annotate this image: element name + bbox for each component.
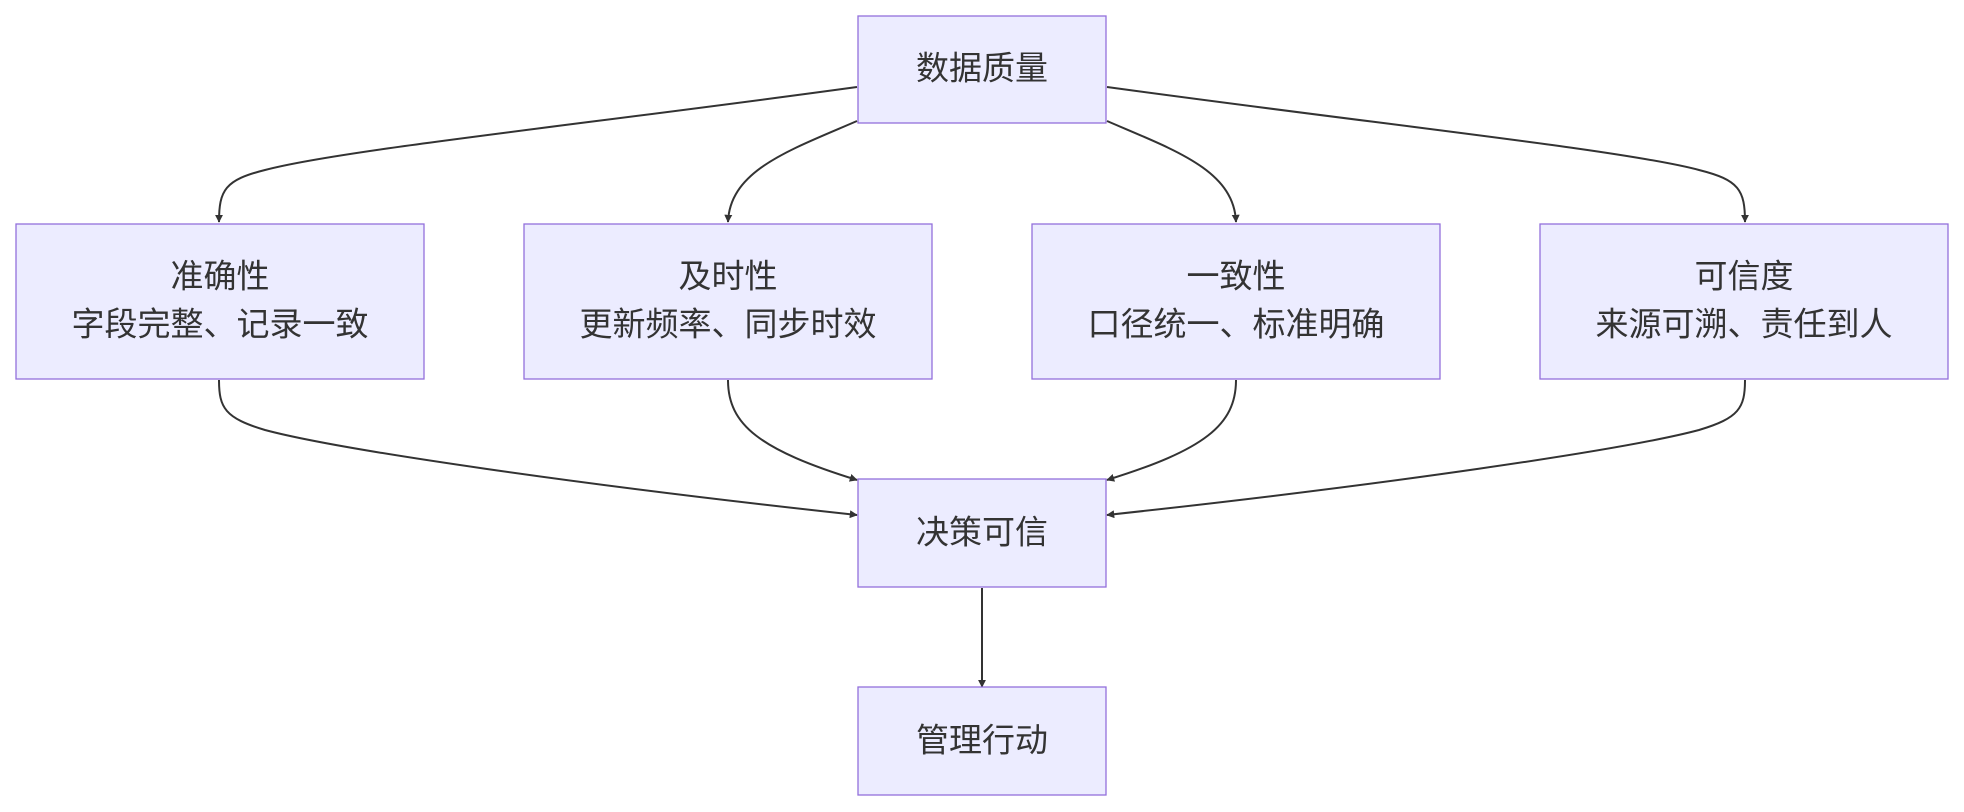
edge-accuracy-decision [218,379,858,519]
node-decision-box [857,478,1107,588]
node-timeliness: 及时性 更新频率、同步时效 [523,223,933,380]
edge-consistency-decision [1106,379,1237,482]
node-credibility: 可信度 来源可溯、责任到人 [1539,223,1949,380]
edges [215,86,1749,688]
node-action-box [857,686,1107,796]
edge-timeliness-decision [727,379,858,482]
edge-root-accuracy [215,86,858,223]
node-root-box [857,15,1107,124]
node-decision: 决策可信 [857,478,1107,588]
node-consistency-box [1031,223,1441,380]
node-root: 数据质量 [857,15,1107,124]
node-decision-label: 决策可信 [916,513,1048,552]
node-timeliness-title: 及时性 [679,257,778,296]
node-accuracy: 准确性 字段完整、记录一致 [15,223,425,380]
node-timeliness-desc: 更新频率、同步时效 [580,305,877,344]
node-accuracy-desc: 字段完整、记录一致 [72,305,369,344]
node-accuracy-box [15,223,425,380]
node-credibility-box [1539,223,1949,380]
node-accuracy-title: 准确性 [171,257,270,296]
node-credibility-desc: 来源可溯、责任到人 [1596,305,1893,344]
edge-root-timeliness [724,120,858,223]
node-credibility-title: 可信度 [1695,257,1794,296]
node-action: 管理行动 [857,686,1107,796]
edge-root-credibility [1106,86,1749,223]
node-consistency-desc: 口径统一、标准明确 [1088,305,1385,344]
node-consistency-title: 一致性 [1187,257,1286,296]
edge-root-consistency [1106,120,1240,223]
node-root-label: 数据质量 [916,49,1048,88]
node-action-label: 管理行动 [916,721,1048,760]
edge-credibility-decision [1106,379,1746,519]
node-consistency: 一致性 口径统一、标准明确 [1031,223,1441,380]
node-timeliness-box [523,223,933,380]
